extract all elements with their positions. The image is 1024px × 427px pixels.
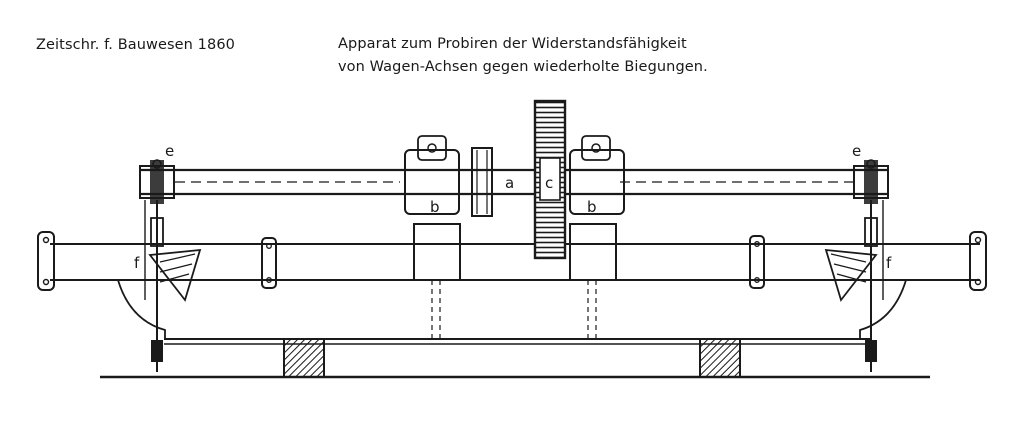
bed-frame	[164, 338, 870, 345]
label-b-left: b	[430, 198, 440, 216]
axle-shaft	[140, 168, 888, 196]
label-f-right: f	[886, 254, 892, 272]
end-plate-right	[749, 231, 987, 291]
label-e-left: e	[165, 142, 174, 160]
bearing-right	[569, 135, 625, 340]
figure-title-line-1: Apparat zum Probiren der Widerstandsfähi…	[338, 36, 687, 52]
figure-title-line-2: von Wagen-Achsen gegen wiederholte Biegu…	[338, 59, 708, 75]
foundation-block-left	[283, 338, 325, 378]
foundation-block-right	[699, 338, 741, 378]
gear-wheel	[533, 99, 567, 260]
bearing-left	[404, 135, 461, 340]
main-frame	[50, 243, 980, 339]
shaft-collar	[471, 147, 493, 217]
label-f-left: f	[134, 254, 140, 272]
clamp-right	[853, 159, 889, 204]
label-a: a	[505, 174, 514, 192]
label-e-right: e	[852, 142, 861, 160]
lever-assembly-left	[144, 200, 202, 372]
clamp-left	[139, 159, 175, 204]
end-plate-left	[37, 231, 277, 291]
source-citation: Zeitschr. f. Bauwesen 1860	[36, 37, 235, 53]
label-c: c	[545, 174, 553, 192]
lever-assembly-right	[824, 200, 884, 372]
label-b-right: b	[587, 198, 597, 216]
